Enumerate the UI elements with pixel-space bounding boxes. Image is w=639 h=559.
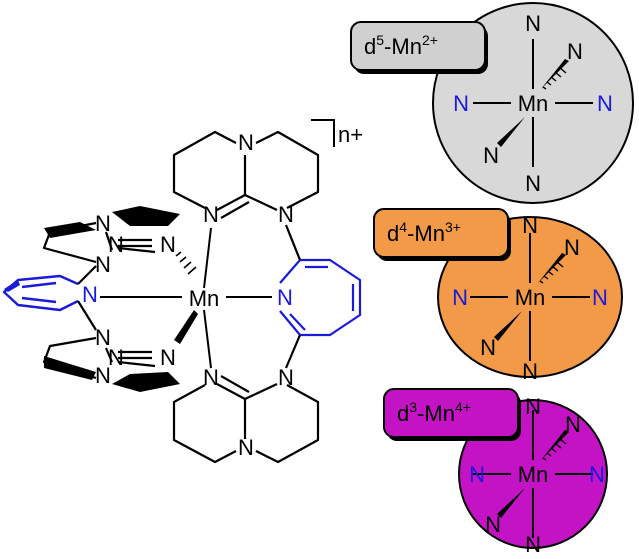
left-lower-n4: N	[95, 363, 111, 388]
mn4-n-right: N	[589, 462, 605, 487]
mn3-n-bottom: N	[522, 359, 538, 384]
mn4-n-front: N	[485, 512, 501, 537]
left-pyridine-ring	[2, 274, 79, 312]
bottom-ring-n-atom: N	[238, 435, 254, 460]
label-mn2: d5-Mn2+	[350, 21, 488, 74]
mn4-n-bottom: N	[525, 532, 541, 554]
mn2-n-bottom: N	[525, 171, 541, 196]
left-lower-n3: N	[160, 345, 176, 370]
mn2-n-left: N	[453, 91, 469, 116]
left-lower-n1: N	[95, 325, 111, 350]
bottom-amine-n-atom: N	[278, 365, 294, 390]
mn3-n-right: N	[592, 285, 608, 310]
top-imine-n-atom: N	[203, 202, 219, 227]
mn2-n-back: N	[567, 39, 583, 64]
main-complex: N N N n+ N N N N	[2, 119, 363, 464]
bottom-imine-n-atom: N	[203, 365, 219, 390]
label-mn3: d4-Mn3+	[373, 208, 511, 261]
mn2-n-front: N	[483, 143, 499, 168]
left-pyridine-wedge	[4, 280, 20, 292]
left-upper-guanidine	[42, 206, 180, 264]
bottom-link-bond	[284, 334, 302, 369]
right-pyridine-n-atom: N	[277, 285, 293, 310]
mn4-n-left: N	[469, 462, 485, 487]
top-bicyclic-ring	[172, 130, 320, 219]
left-lower-n2: N	[108, 345, 124, 370]
mn2-metal: Mn	[518, 91, 549, 116]
mn2-label-text: d5-Mn2+	[364, 32, 438, 59]
wedge-bond-lower	[174, 310, 198, 344]
left-pyridine-n-atom: N	[82, 282, 98, 307]
left-upper-n2: N	[108, 232, 124, 257]
coordination-bonds	[100, 227, 272, 369]
left-upper-wedge	[44, 222, 96, 238]
mn2-n-right: N	[597, 91, 613, 116]
top-ring-n-atom: N	[238, 130, 254, 155]
mn3-n-front: N	[480, 335, 496, 360]
bottom-bicyclic-ring	[172, 375, 320, 464]
right-pyridine-ring	[279, 258, 362, 337]
charge-bracket	[311, 119, 335, 147]
mn3-n-top: N	[522, 213, 538, 238]
mn3-metal: Mn	[515, 285, 546, 310]
left-upper-n3: N	[160, 232, 176, 257]
left-lower-wedge	[44, 356, 96, 380]
mn4-n-top: N	[525, 394, 541, 419]
mn3-n-left: N	[452, 285, 468, 310]
label-mn4: d3-Mn4+	[383, 388, 521, 441]
left-upper-link	[77, 265, 97, 285]
top-amine-n-atom: N	[278, 202, 294, 227]
top-link-bond	[284, 224, 302, 261]
mn-center: Mn	[189, 286, 220, 311]
left-upper-n4: N	[95, 252, 111, 277]
left-lower-link	[77, 300, 97, 331]
mn4-label-text: d3-Mn4+	[397, 399, 471, 426]
mn3-label-text: d4-Mn3+	[387, 219, 461, 246]
mn2-n-top: N	[525, 11, 541, 36]
complex-charge: n+	[338, 122, 363, 147]
mn4-n-back: N	[565, 412, 581, 437]
left-upper-n1: N	[95, 211, 111, 236]
mn3-n-back: N	[564, 235, 580, 260]
mn4-metal: Mn	[518, 462, 549, 487]
hashed-bond-upper	[175, 251, 197, 275]
